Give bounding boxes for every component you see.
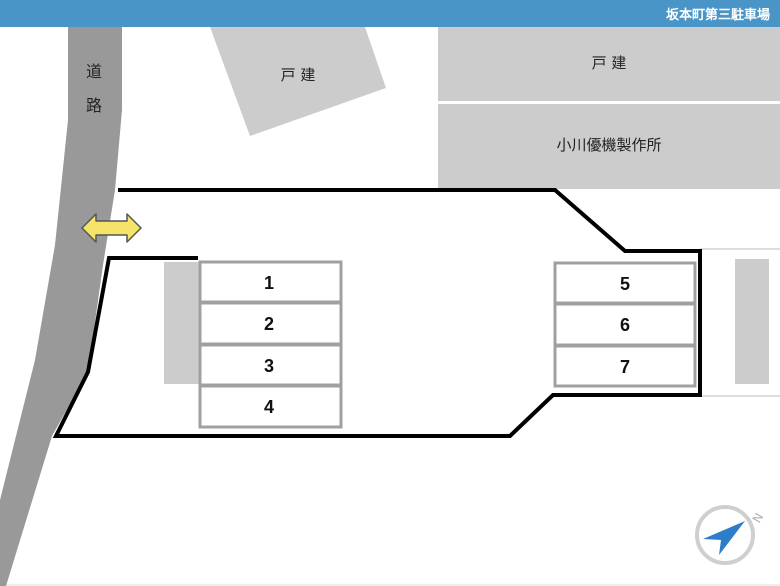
header-bar: 坂本町第三駐車場 (0, 0, 780, 27)
parking-spaces-left: 1 2 3 4 (198, 260, 343, 429)
compass-needle (703, 521, 745, 555)
house-right (438, 27, 780, 101)
space-number-1: 1 (264, 273, 274, 293)
house-left (210, 27, 386, 136)
parking-space-5 (553, 261, 697, 305)
space-number-3: 3 (264, 356, 274, 376)
parking-space-6 (553, 302, 697, 347)
lot-boundary (52, 188, 702, 438)
left-gray-strip (164, 262, 200, 384)
house-left-label: 戸 建 (281, 66, 316, 84)
parking-lot-name: 坂本町第三駐車場 (665, 8, 770, 23)
road (0, 27, 122, 586)
road-label-1: 道 (86, 62, 102, 81)
road-label-2: 路 (86, 96, 102, 115)
factory-label: 小川優機製作所 (556, 136, 661, 154)
double-arrow-icon (81, 213, 142, 243)
space-number-4: 4 (264, 397, 274, 417)
space-number-6: 6 (620, 315, 630, 335)
factory-building (438, 104, 780, 189)
house-right-label: 戸 建 (592, 54, 627, 72)
north-arrow-icon: N (695, 505, 766, 565)
parking-space-4 (198, 384, 343, 429)
parking-space-7 (553, 344, 697, 388)
parking-spaces-right: 5 6 7 (553, 261, 697, 388)
space-number-2: 2 (264, 314, 274, 334)
right-gray-strip (735, 259, 769, 384)
space-number-7: 7 (620, 357, 630, 377)
space-number-5: 5 (620, 274, 630, 294)
